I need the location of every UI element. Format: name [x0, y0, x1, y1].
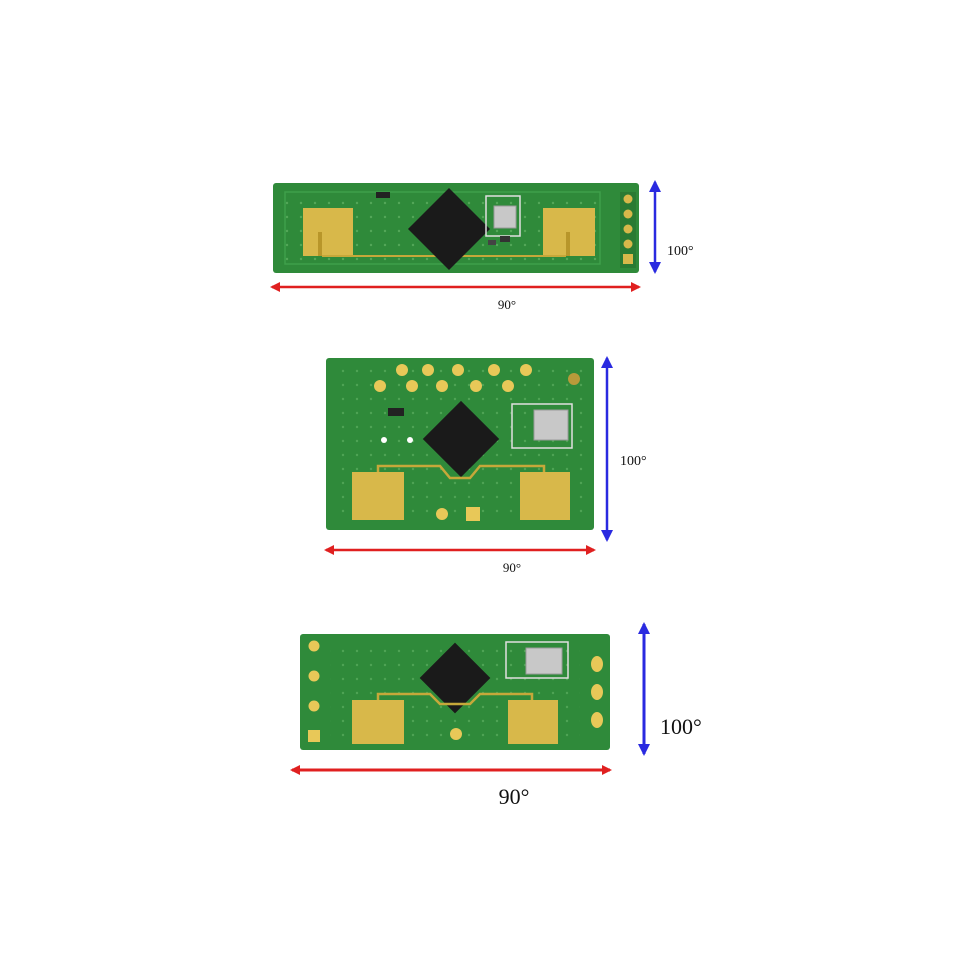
side-pads-right: [591, 656, 603, 728]
radar-chip: [419, 642, 491, 714]
radar-chip: [422, 400, 500, 478]
antenna-pad-right: [520, 472, 570, 520]
antenna-pad-left: [352, 472, 404, 520]
antenna-pad-right: [508, 700, 558, 744]
ground-pad: [466, 507, 480, 521]
module-3: 90° 100°: [290, 622, 702, 809]
antenna-pad-right: [543, 208, 595, 256]
smd-components: [376, 192, 510, 245]
width-label: 90°: [499, 784, 530, 809]
crystal-oscillator: [511, 403, 573, 449]
antenna-pad-left: [303, 208, 353, 256]
smd-components: [381, 408, 413, 443]
height-label: 100°: [620, 454, 647, 469]
mount-hole: [436, 508, 448, 520]
width-label: 90°: [503, 560, 521, 575]
height-label: 100°: [667, 244, 694, 259]
via-holes: [374, 364, 580, 392]
width-label: 90°: [498, 297, 516, 312]
side-pads-left: [308, 640, 320, 742]
height-label: 100°: [660, 714, 702, 739]
crystal-oscillator: [505, 641, 569, 679]
antenna-pad-left: [352, 700, 404, 744]
module-1: 90° 100°: [270, 180, 694, 312]
module-2: 90° 100°: [324, 356, 647, 575]
pin-header: [620, 192, 636, 268]
mount-hole: [450, 728, 462, 740]
